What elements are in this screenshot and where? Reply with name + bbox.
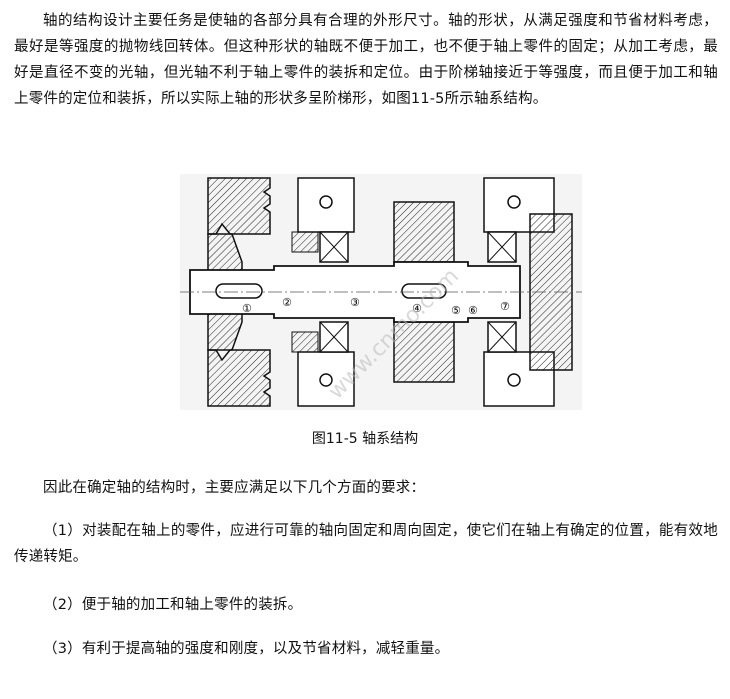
shaft-system-figure: ① ② ③ ④ ⑤ ⑥ ⑦ www.cnmo.com: [180, 174, 582, 410]
stepped-shaft: [180, 261, 582, 323]
figure-caption: 图11-5 轴系结构: [311, 431, 419, 447]
housing-left: [291, 177, 355, 407]
gear: [393, 201, 455, 383]
section-label-3: ③: [350, 296, 360, 309]
requirements-lead: 因此在确定轴的结构时，主要应满足以下几个方面的要求：: [43, 480, 426, 496]
bearings: [319, 231, 517, 353]
section-label-4: ④: [412, 302, 422, 315]
section-label-6: ⑥: [468, 304, 478, 317]
section-label-1: ①: [242, 302, 252, 315]
requirement-1: （1）对装配在轴上的零件，应进行可靠的轴向固定和周向固定，使它们在轴上有确定的位…: [14, 523, 718, 565]
section-labels: ① ② ③ ④ ⑤ ⑥ ⑦: [242, 296, 510, 317]
requirement-3: （3）有利于提高轴的强度和刚度，以及节省材料，减轻重量。: [43, 641, 450, 657]
section-label-2: ②: [282, 296, 292, 309]
requirement-2: （2）便于轴的加工和轴上零件的装拆。: [43, 597, 303, 613]
section-label-5: ⑤: [451, 304, 461, 317]
intro-paragraph: 轴的结构设计主要任务是使轴的各部分具有合理的外形尺寸。轴的形状，从满足强度和节省…: [14, 13, 718, 107]
section-label-7: ⑦: [500, 300, 510, 313]
